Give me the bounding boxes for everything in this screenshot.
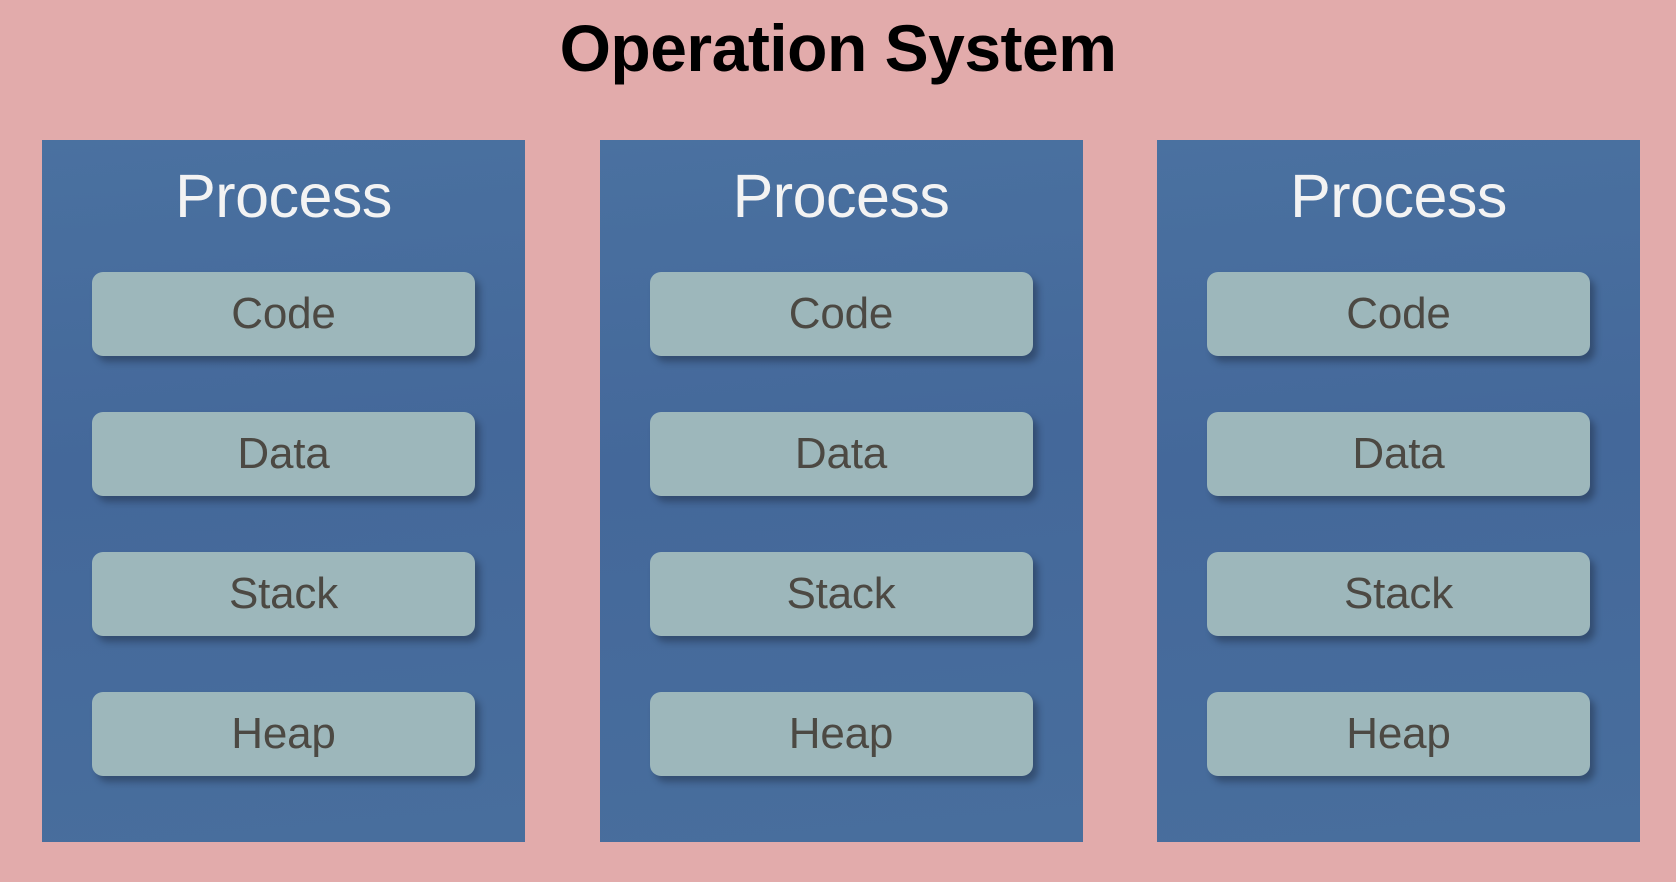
process-box-2[interactable]: Process Code Data Stack Heap <box>599 140 1083 842</box>
process-title-3: Process <box>1290 162 1507 230</box>
process-box-1[interactable]: Process Code Data Stack Heap <box>42 140 525 842</box>
process-title-1: Process <box>175 162 392 230</box>
page-title: Operation System <box>559 11 1117 85</box>
segment-code-2[interactable]: Code <box>649 272 1033 356</box>
segment-list-3: Code Data Stack Heap <box>1207 252 1590 842</box>
segment-code-3[interactable]: Code <box>1207 272 1590 356</box>
segment-heap-1[interactable]: Heap <box>92 692 475 776</box>
segment-list-2: Code Data Stack Heap <box>649 252 1033 842</box>
segment-heap-3[interactable]: Heap <box>1207 692 1590 776</box>
segment-code-1[interactable]: Code <box>92 272 475 356</box>
segment-data-2[interactable]: Data <box>649 412 1033 496</box>
segment-stack-2[interactable]: Stack <box>649 552 1033 636</box>
segment-data-1[interactable]: Data <box>92 412 475 496</box>
segment-stack-3[interactable]: Stack <box>1207 552 1590 636</box>
process-list: Process Code Data Stack Heap Process Cod… <box>42 140 1640 842</box>
segment-heap-2[interactable]: Heap <box>649 692 1033 776</box>
process-title-2: Process <box>732 162 950 230</box>
segment-stack-1[interactable]: Stack <box>92 552 475 636</box>
segment-data-3[interactable]: Data <box>1207 412 1590 496</box>
process-box-3[interactable]: Process Code Data Stack Heap <box>1157 140 1640 842</box>
segment-list-1: Code Data Stack Heap <box>92 252 475 842</box>
